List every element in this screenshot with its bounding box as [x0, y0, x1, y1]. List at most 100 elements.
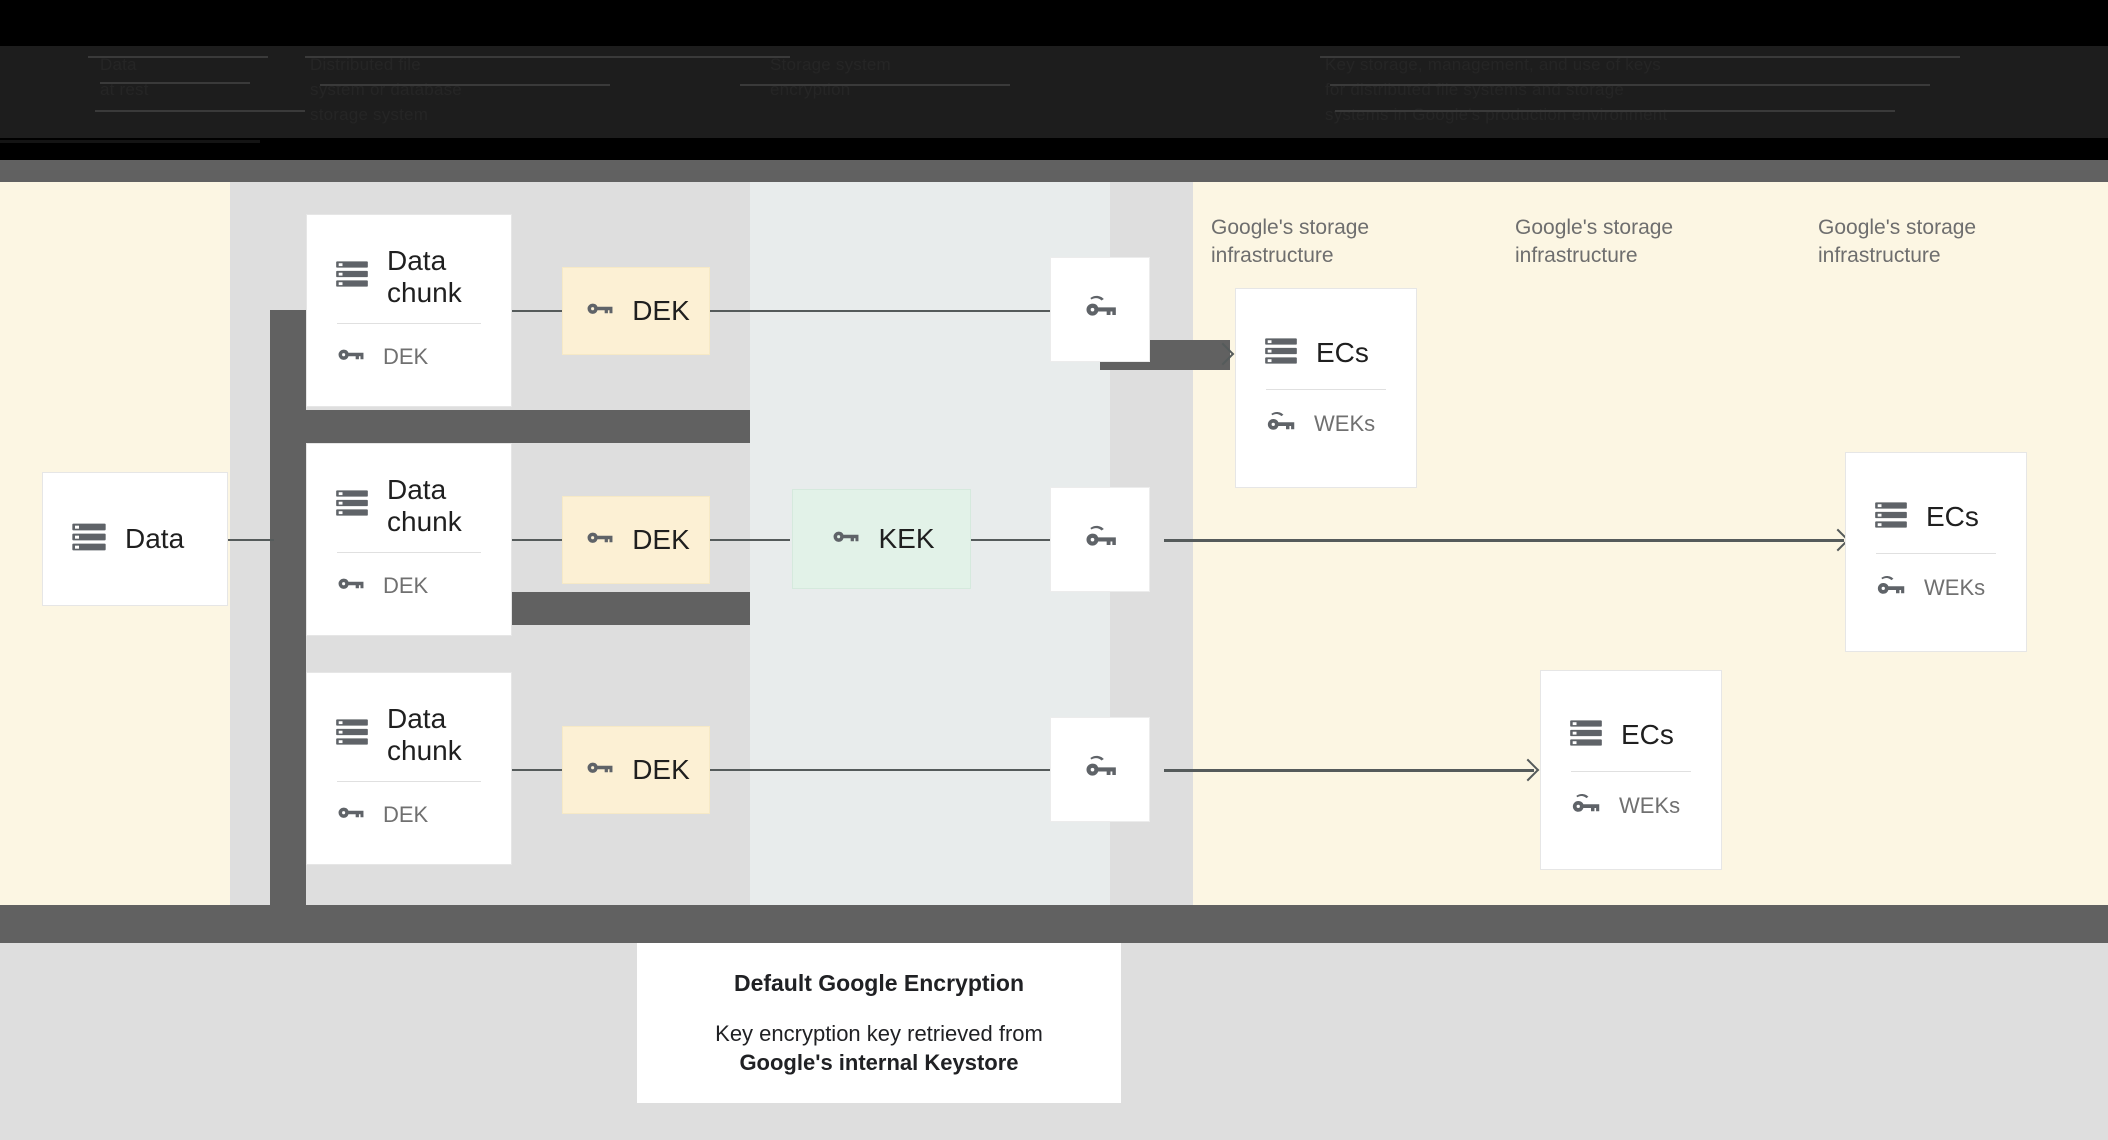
ec-card-2[interactable]: ECs WEKs — [1845, 452, 2027, 652]
fanout-arm-bottom — [270, 822, 306, 905]
ec-title-row: ECs — [1541, 714, 1721, 757]
caption-line-1: Key encryption key retrieved from — [715, 1020, 1043, 1046]
data-chunk-card-3[interactable]: Data chunk DEK — [306, 672, 512, 865]
ec-key-label: WEKs — [1924, 575, 1986, 600]
storage-icon — [1567, 714, 1605, 757]
diagram-canvas: Data Data chunk — [0, 182, 2108, 905]
flow-line-row2 — [1164, 539, 1844, 542]
wrapped-key-icon — [1567, 786, 1603, 827]
wrapped-key-icon — [1872, 568, 1908, 609]
key-icon — [333, 796, 367, 835]
top-gray-bar — [0, 160, 2108, 182]
obscured-header-band: Data at rest Distributed file system or … — [0, 0, 2108, 160]
connector-data-to-fanout — [228, 539, 274, 541]
header-rule — [1335, 110, 1895, 112]
fanout-arm-top — [270, 410, 750, 443]
key-icon — [333, 338, 367, 377]
caption-line-2: Google's internal Keystore — [739, 1049, 1019, 1075]
storage-label-1: Google's storage infrastructure — [1211, 216, 1370, 267]
connector-dek1-wk1 — [710, 310, 1050, 312]
data-card-title: Data — [125, 523, 185, 554]
header-rule — [740, 84, 1010, 86]
ec-card-3[interactable]: ECs WEKs — [1540, 670, 1722, 870]
dek-box-1[interactable]: DEK — [562, 267, 710, 355]
kek-box[interactable]: KEK — [792, 489, 971, 589]
header-rule — [560, 56, 790, 58]
connector-dek3-wk3 — [710, 769, 1050, 771]
wrapped-key-box-3[interactable] — [1050, 717, 1150, 822]
chunk-title: Data chunk — [387, 244, 462, 308]
header-rule — [95, 110, 305, 112]
chunk-key-row: DEK — [307, 567, 511, 606]
data-card[interactable]: Data — [42, 472, 228, 606]
header-rule — [88, 56, 268, 58]
chunk-title-row: Data chunk — [307, 474, 511, 538]
connector-dek2-kek — [710, 539, 790, 541]
ec-card-1[interactable]: ECs WEKs — [1235, 288, 1417, 488]
wrapped-key-icon — [1080, 287, 1120, 332]
chunk-title: Data chunk — [387, 702, 462, 766]
key-icon — [582, 751, 616, 790]
ec-key-row: WEKs — [1541, 786, 1721, 827]
dek-box-2[interactable]: DEK — [562, 496, 710, 584]
caption-body: Key encryption key retrieved from Google… — [715, 1019, 1043, 1077]
data-chunk-card-2[interactable]: Data chunk DEK — [306, 443, 512, 636]
card-divider — [1876, 552, 1996, 554]
key-icon — [828, 520, 862, 559]
storage-icon — [333, 484, 371, 527]
ec-title: ECs — [1621, 719, 1674, 750]
wrapped-key-box-1[interactable] — [1050, 257, 1150, 362]
ec-key-label: WEKs — [1619, 793, 1681, 818]
dek-box-3[interactable]: DEK — [562, 726, 710, 814]
chunk-key-label: DEK — [383, 802, 429, 827]
header-column-1: Data at rest — [100, 55, 149, 99]
ec-title-row: ECs — [1846, 496, 2026, 539]
chunk-key-label: DEK — [383, 344, 429, 369]
card-divider — [1266, 388, 1386, 390]
ec-title-row: ECs — [1236, 332, 1416, 375]
caption-title: Default Google Encryption — [733, 969, 1025, 996]
card-divider — [337, 322, 481, 324]
storage-label-3: Google's storage infrastructure — [1818, 216, 1977, 267]
header-rule — [1320, 56, 1960, 58]
key-icon — [582, 292, 616, 331]
wrapped-key-icon — [1262, 404, 1298, 445]
ec-key-row: WEKs — [1236, 404, 1416, 445]
chunk-title: Data chunk — [387, 473, 462, 537]
bottom-gray-bar — [0, 905, 2108, 943]
ec-key-row: WEKs — [1846, 568, 2026, 609]
dek-label: DEK — [632, 524, 690, 555]
header-inner-strip — [0, 46, 2108, 138]
ec-title: ECs — [1926, 501, 1979, 532]
chunk-title-row: Data chunk — [307, 703, 511, 767]
chunk-key-label: DEK — [383, 573, 429, 598]
key-icon — [333, 567, 367, 606]
arrow-row3 — [1516, 758, 1540, 782]
card-divider — [1571, 770, 1691, 772]
chunk-key-row: DEK — [307, 338, 511, 377]
wrapped-key-icon — [1080, 517, 1120, 562]
header-rule — [0, 140, 260, 143]
connector-kek-wk2 — [971, 539, 1051, 541]
header-rule — [1330, 84, 1930, 86]
key-icon — [582, 521, 616, 560]
card-divider — [337, 780, 481, 782]
header-rule — [320, 84, 610, 86]
chunk-key-row: DEK — [307, 796, 511, 835]
data-chunk-card-1[interactable]: Data chunk DEK — [306, 214, 512, 407]
connector-chunk2-dek2 — [512, 539, 562, 541]
storage-icon — [1262, 332, 1300, 375]
wrapped-key-box-2[interactable] — [1050, 487, 1150, 592]
storage-icon — [69, 517, 109, 562]
storage-icon — [333, 255, 371, 298]
card-divider — [337, 551, 481, 553]
connector-chunk1-dek1 — [512, 310, 562, 312]
flow-line-row3 — [1164, 769, 1534, 772]
chunk-title-row: Data chunk — [307, 245, 511, 309]
ec-key-label: WEKs — [1314, 411, 1376, 436]
caption-card: Default Google Encryption Key encryption… — [637, 943, 1121, 1103]
ec-title: ECs — [1316, 337, 1369, 368]
kek-label: KEK — [878, 523, 935, 554]
connector-chunk3-dek3 — [512, 769, 562, 771]
